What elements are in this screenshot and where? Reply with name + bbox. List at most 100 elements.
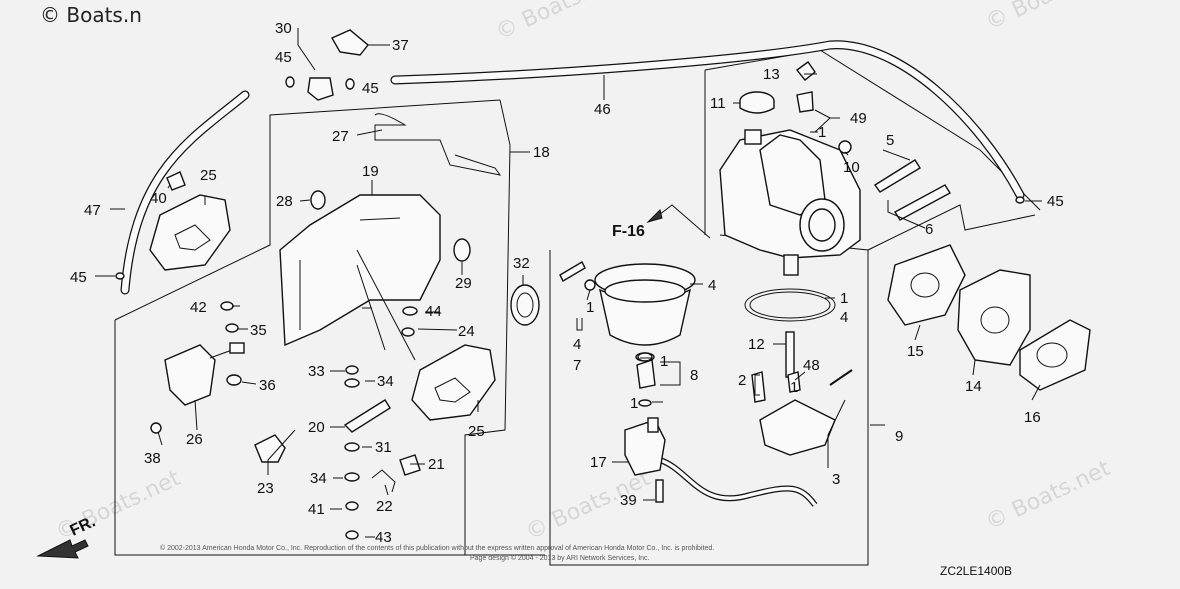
callout-42[interactable]: 42: [190, 299, 207, 316]
callout-25-a[interactable]: 25: [200, 167, 217, 184]
callout-23[interactable]: 23: [257, 480, 274, 497]
callout-19[interactable]: 19: [362, 163, 379, 180]
callout-17[interactable]: 17: [590, 454, 607, 471]
washer-1-part: [584, 279, 596, 291]
callout-3[interactable]: 3: [832, 471, 840, 488]
callout-36[interactable]: 36: [259, 377, 276, 394]
callout-25-b[interactable]: 25: [468, 423, 485, 440]
callout-45-a[interactable]: 45: [275, 49, 292, 66]
emulsion-tube-part: [785, 331, 795, 378]
callout-32[interactable]: 32: [513, 255, 530, 272]
callout-1-f[interactable]: 1: [790, 379, 798, 396]
parts: [115, 29, 1091, 540]
callout-22[interactable]: 22: [376, 498, 393, 515]
nut-42-part: [220, 301, 234, 311]
callout-1-c[interactable]: 1: [660, 353, 668, 370]
callout-4-b[interactable]: 4: [573, 336, 581, 353]
callout-43[interactable]: 43: [375, 529, 392, 546]
gasket-25b-part: [411, 344, 496, 421]
callout-45-b[interactable]: 45: [362, 80, 379, 97]
insulator-14-part: [957, 269, 1031, 366]
callout-45-d[interactable]: 45: [1047, 193, 1064, 210]
callout-9[interactable]: 9: [895, 428, 903, 445]
spring-22-part: [371, 469, 396, 493]
nut-43-part: [345, 530, 359, 540]
callout-24[interactable]: 24: [458, 323, 475, 340]
callout-5[interactable]: 5: [886, 132, 894, 149]
diagram-code: ZC2LE1400B: [940, 564, 1012, 578]
callout-31[interactable]: 31: [375, 439, 392, 456]
washer-24-part: [401, 327, 415, 337]
callout-21[interactable]: 21: [428, 456, 445, 473]
section-reference[interactable]: F-16: [612, 204, 711, 240]
callout-35[interactable]: 35: [250, 322, 267, 339]
pilot-jet-part: [751, 371, 766, 403]
callout-33[interactable]: 33: [308, 363, 325, 380]
callout-34-b[interactable]: 34: [310, 470, 327, 487]
section-ref-label[interactable]: F-16: [612, 223, 645, 240]
callout-46[interactable]: 46: [594, 101, 611, 118]
wire-27-part: [374, 113, 502, 176]
callout-14[interactable]: 14: [965, 378, 982, 395]
callout-29[interactable]: 29: [455, 275, 472, 292]
callout-18[interactable]: 18: [533, 144, 550, 161]
callout-48[interactable]: 48: [803, 357, 820, 374]
callout-27[interactable]: 27: [332, 128, 349, 145]
callout-30[interactable]: 30: [275, 20, 292, 37]
callout-13[interactable]: 13: [763, 66, 780, 83]
callout-7[interactable]: 7: [573, 357, 581, 374]
solenoid-part: [624, 417, 666, 503]
clip-45b-part: [345, 78, 355, 90]
float-part: [759, 399, 836, 456]
callout-1-b[interactable]: 1: [586, 299, 594, 316]
callout-45-c[interactable]: 45: [70, 269, 87, 286]
callout-2[interactable]: 2: [738, 372, 746, 389]
callout-39[interactable]: 39: [620, 492, 637, 509]
callout-1-d[interactable]: 1: [630, 395, 638, 412]
screw-49-part: [796, 91, 814, 113]
screw-10-part: [838, 140, 852, 154]
callout-6[interactable]: 6: [925, 221, 933, 238]
callout-28[interactable]: 28: [276, 193, 293, 210]
watermark-top-right: © Boats.net: [982, 0, 1115, 35]
callout-41[interactable]: 41: [308, 501, 325, 518]
callout-16[interactable]: 16: [1024, 409, 1041, 426]
gasket-15-part: [887, 244, 966, 326]
washer-34a-part: [344, 378, 360, 388]
leader-lines: [95, 28, 1042, 538]
callout-12[interactable]: 12: [748, 336, 765, 353]
callout-8[interactable]: 8: [690, 367, 698, 384]
callout-1-a[interactable]: 1: [818, 124, 826, 141]
washer-34b-part: [344, 472, 360, 482]
callout-15[interactable]: 15: [907, 343, 924, 360]
copyright-line-1: © 2002-2013 American Honda Motor Co., In…: [160, 544, 714, 552]
nut-36-part: [226, 374, 242, 386]
hoses: [120, 40, 1025, 507]
watermark-bottom-right: © Boats.net: [982, 456, 1115, 536]
callout-40[interactable]: 40: [150, 190, 167, 207]
clip-45d-part: [1015, 196, 1025, 204]
callout-37[interactable]: 37: [392, 37, 409, 54]
callout-4-a[interactable]: 4: [708, 277, 716, 294]
gasket-25a-part: [149, 194, 231, 271]
bolt-38-part: [150, 422, 162, 434]
callout-26[interactable]: 26: [186, 431, 203, 448]
callout-44[interactable]: 44: [425, 303, 442, 320]
callout-38[interactable]: 38: [144, 450, 161, 467]
holder-23-part: [254, 434, 286, 463]
clip-45c-part: [115, 272, 125, 280]
callout-47[interactable]: 47: [84, 202, 101, 219]
callouts: 30 37 45 45 46 18 27 28 19 29 32 25 40 4…: [70, 20, 1064, 546]
callout-11[interactable]: 11: [710, 95, 726, 112]
callout-20[interactable]: 20: [308, 419, 325, 436]
grommet-28-part: [310, 190, 326, 210]
callout-1-e[interactable]: 1: [840, 290, 848, 307]
copyright-line-2: Page design © 2004 - 2013 by ARI Network…: [470, 554, 650, 562]
callout-34-a[interactable]: 34: [377, 373, 394, 390]
callout-4-c[interactable]: 4: [840, 309, 848, 326]
main-jet-part: [636, 359, 656, 389]
callout-49[interactable]: 49: [850, 110, 867, 127]
callout-10[interactable]: 10: [843, 159, 860, 176]
